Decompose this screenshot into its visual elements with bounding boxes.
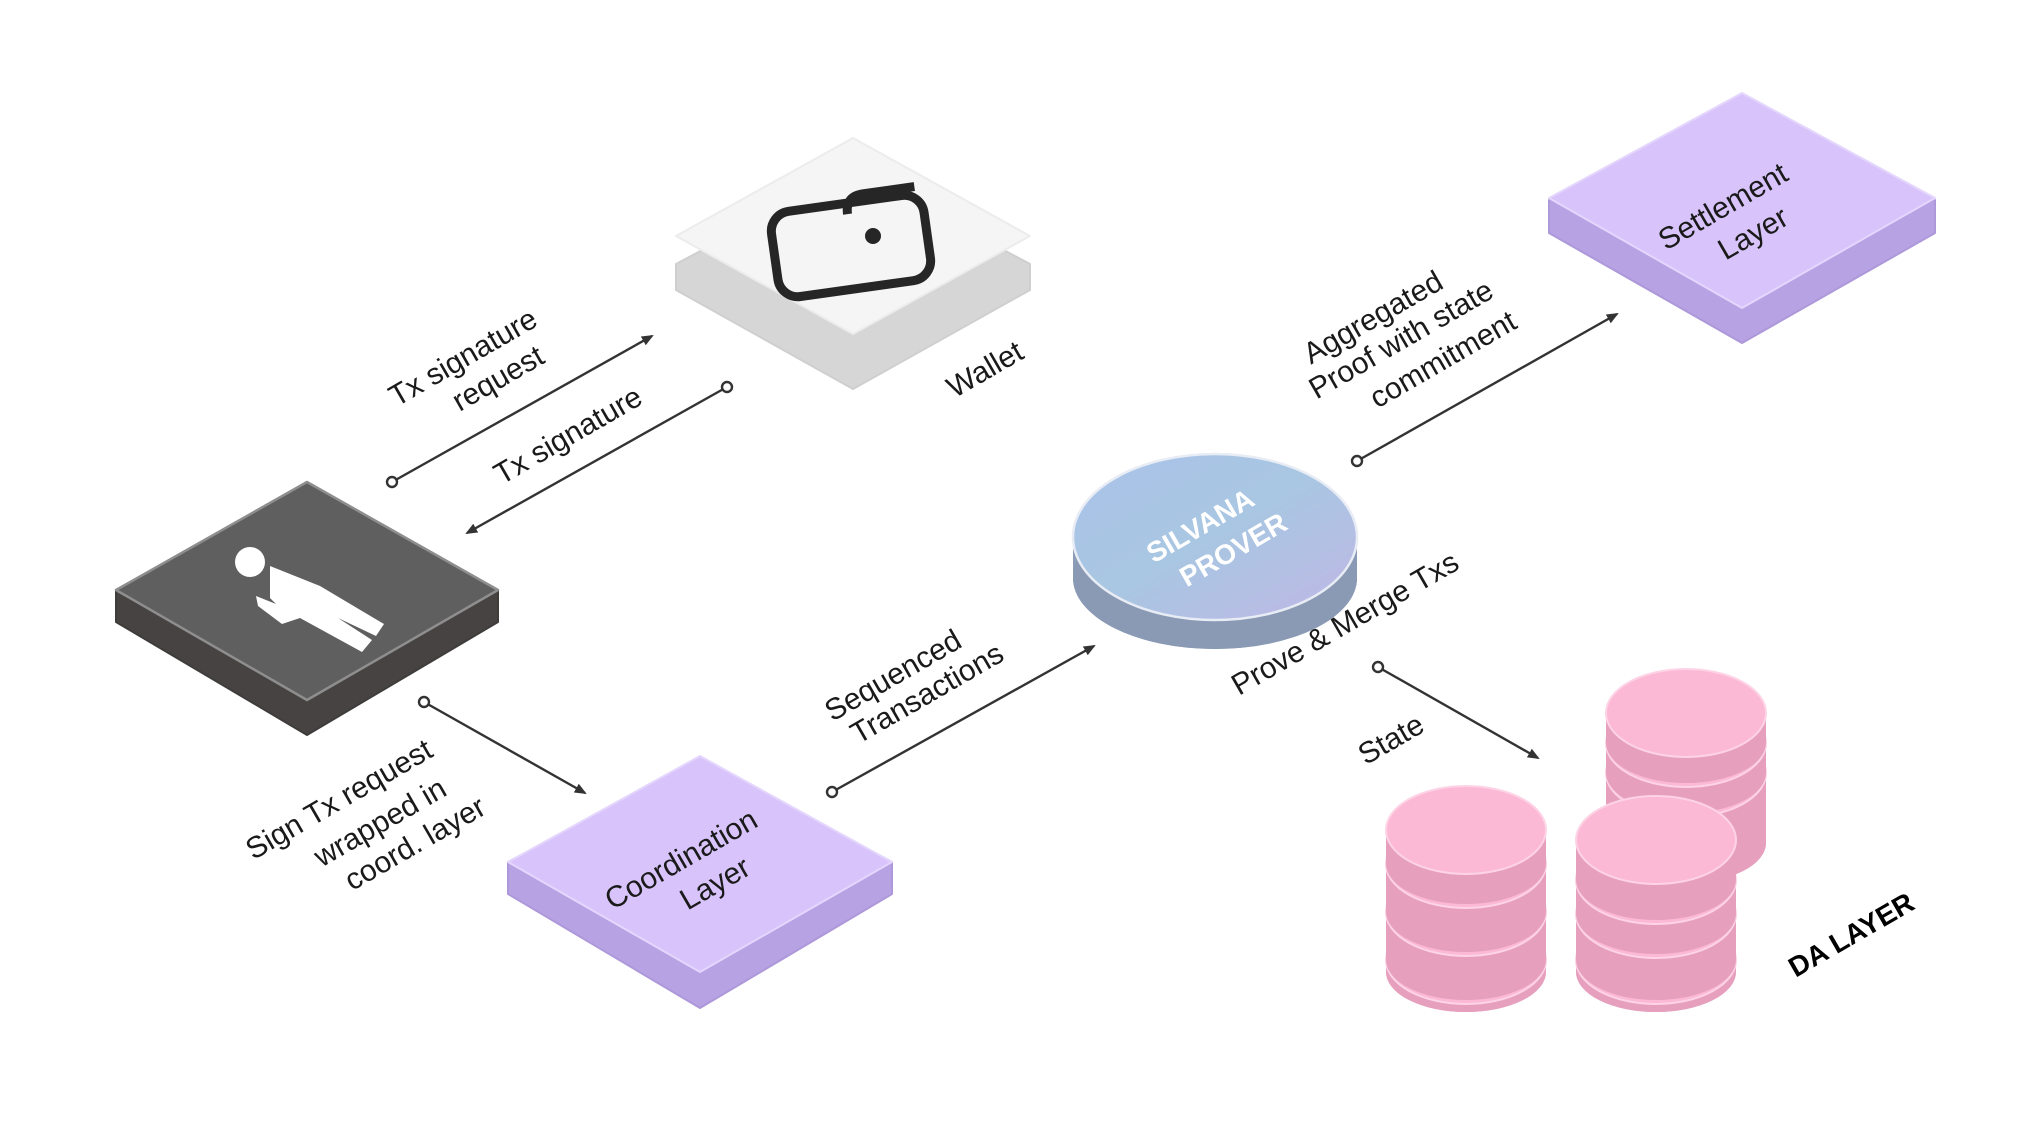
- edge-state: [1371, 660, 1540, 760]
- wallet-node: Wallet: [675, 137, 1031, 405]
- edge-sequenced-transactions: [825, 644, 1096, 799]
- edge-tx-signature-request: [385, 334, 654, 489]
- coordination-layer-node: Coordination Layer: [507, 755, 893, 1009]
- edge-sign-tx-request: [417, 695, 587, 795]
- settlement-layer-node: Settlement Layer: [1548, 92, 1936, 344]
- edge-aggregated-proof: [1350, 312, 1619, 468]
- state-label: State: [1353, 708, 1430, 772]
- tx-signature-label: Tx signature: [489, 380, 648, 491]
- edge-tx-signature: [465, 380, 734, 535]
- wallet-icon: [766, 182, 936, 302]
- da-layer-node: DA LAYER: [1385, 668, 1919, 1012]
- user-node: [114, 480, 500, 736]
- db-stack-right: [1575, 795, 1737, 1012]
- wallet-label: Wallet: [941, 335, 1029, 405]
- da-layer-label: DA LAYER: [1783, 886, 1919, 983]
- silvana-prover-node: SILVANA PROVER: [1071, 452, 1359, 649]
- person-icon: [235, 547, 384, 652]
- db-stack-left: [1385, 785, 1547, 1012]
